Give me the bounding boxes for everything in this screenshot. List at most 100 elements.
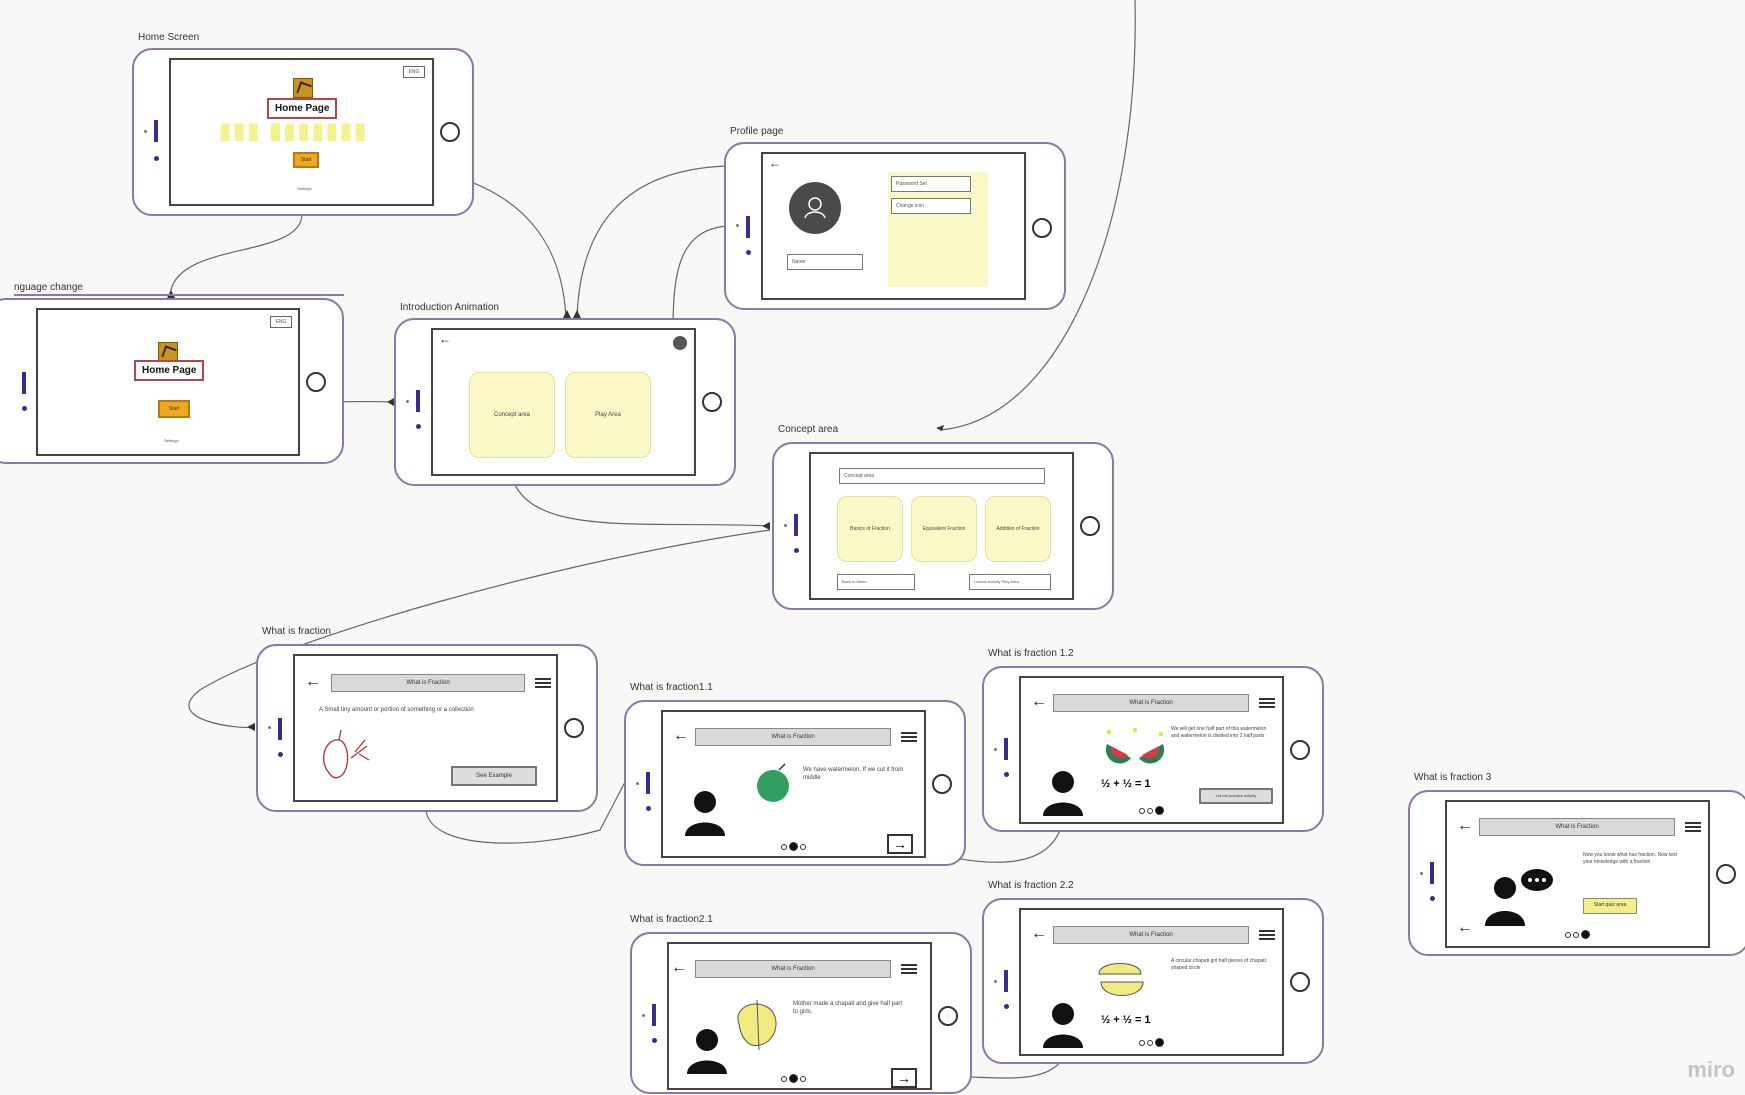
page-dot[interactable]	[1147, 807, 1153, 814]
back-arrow-icon[interactable]: ←	[769, 156, 781, 170]
indicator-dot	[278, 752, 283, 757]
page-dot[interactable]	[1147, 1039, 1153, 1046]
home-button[interactable]	[564, 718, 584, 738]
page-dots[interactable]	[1139, 806, 1164, 815]
page-dot[interactable]	[1573, 931, 1579, 938]
page-dot[interactable]	[800, 1075, 806, 1082]
menu-icon[interactable]	[1259, 698, 1275, 710]
frame-label-profile: Profile page	[730, 126, 784, 137]
language-button[interactable]: ENG	[270, 316, 292, 328]
frame-label-wif21: What is fraction2.1	[630, 914, 713, 925]
next-arrow-button[interactable]: →	[891, 1068, 917, 1088]
play-area-card[interactable]: Play Area	[565, 372, 651, 458]
page-dots[interactable]	[1565, 930, 1590, 939]
page-dot-active[interactable]	[1581, 930, 1590, 939]
home-button[interactable]	[1716, 864, 1736, 884]
page-dots[interactable]	[781, 842, 806, 851]
menu-icon[interactable]	[901, 732, 917, 744]
see-example-button[interactable]: See Example	[451, 766, 537, 786]
indicator-bar	[794, 514, 798, 536]
phone-concept-area[interactable]: Concept area Basics of Fraction Equivale…	[772, 442, 1114, 610]
phone-what-is-fraction-1-2[interactable]: ← What is Fraction ½ + ½ = 1 We will get…	[982, 666, 1324, 832]
indicator-dot-small	[994, 980, 997, 983]
page-dot[interactable]	[781, 843, 787, 850]
home-button[interactable]	[306, 372, 326, 392]
back-to-menu-button[interactable]: Back to Menu	[837, 574, 915, 590]
name-field[interactable]: Name	[787, 254, 863, 270]
phone-home-screen[interactable]: ENG ▮▮▮ ▮▮▮▮▮▮▮ Home Page Start Settings	[132, 48, 474, 216]
back-arrow-icon[interactable]: ←	[1031, 925, 1047, 942]
connector	[672, 225, 728, 331]
page-dot-active[interactable]	[789, 1074, 798, 1083]
frame-label-wif22: What is fraction 2.2	[988, 880, 1074, 891]
profile-icon[interactable]	[673, 336, 687, 350]
equivalent-card[interactable]: Equivalent Fraction	[911, 496, 977, 562]
indicator-dot	[746, 250, 751, 255]
page-dot[interactable]	[781, 1075, 787, 1082]
avatar[interactable]	[789, 182, 841, 234]
start-button[interactable]: Start	[293, 152, 319, 168]
fraction-equation: ½ + ½ = 1	[1101, 1014, 1151, 1026]
menu-icon[interactable]	[1685, 822, 1701, 834]
indicator-bar	[154, 120, 158, 142]
page-dot[interactable]	[1139, 1039, 1145, 1046]
page-dot[interactable]	[1565, 931, 1571, 938]
phone-introduction-animation[interactable]: ← Concept area Play Area	[394, 318, 736, 486]
home-button[interactable]	[938, 1006, 958, 1026]
back-arrow-icon[interactable]: ←	[1031, 693, 1047, 710]
home-button[interactable]	[1290, 740, 1310, 760]
page-dot-active[interactable]	[789, 842, 798, 851]
password-set-field[interactable]: Password Set	[891, 176, 971, 192]
page-dots[interactable]	[1139, 1038, 1164, 1047]
page-dot[interactable]	[800, 843, 806, 850]
back-arrow-icon[interactable]: ←	[305, 673, 321, 690]
back-arrow-icon[interactable]: ←	[439, 332, 451, 346]
indicator-dot-small	[784, 524, 787, 527]
phone-what-is-fraction-1-1[interactable]: ← What is Fraction We have watermelon. I…	[624, 700, 966, 866]
indicator-dot	[416, 424, 421, 429]
screen: Concept area Basics of Fraction Equivale…	[809, 452, 1074, 600]
menu-icon[interactable]	[901, 964, 917, 976]
page-dot-active[interactable]	[1155, 806, 1164, 815]
back-arrow-icon[interactable]: ←	[671, 959, 687, 976]
phone-profile-page[interactable]: ← Password Set Change icon Name	[724, 142, 1066, 310]
page-dots[interactable]	[781, 1074, 806, 1083]
screen: ← What is Fraction Mother made a chapati…	[667, 942, 932, 1090]
phone-what-is-fraction[interactable]: ← What is Fraction A Small tiny amount o…	[256, 644, 598, 812]
footer-text: Settings	[297, 186, 312, 191]
back-arrow-icon[interactable]: ←	[673, 727, 689, 744]
miro-watermark: miro	[1687, 1057, 1735, 1082]
concept-area-card[interactable]: Concept area	[469, 372, 555, 458]
phone-what-is-fraction-3[interactable]: ← What is Fraction ← Now you know what h…	[1408, 790, 1745, 956]
concept-search-field[interactable]: Concept area	[839, 468, 1045, 484]
language-button[interactable]: ENG	[403, 66, 425, 78]
start-button[interactable]: Start	[158, 400, 190, 418]
play-area-button[interactable]: Lesson Activity Play Area	[969, 574, 1051, 590]
phone-what-is-fraction-2-1[interactable]: ← What is Fraction Mother made a chapati…	[630, 932, 972, 1094]
basics-card[interactable]: Basics of Fraction	[837, 496, 903, 562]
example-text: We have watermelon. If we cut it from mi…	[803, 767, 904, 781]
page-dot[interactable]	[1139, 807, 1145, 814]
change-icon-field[interactable]: Change icon	[891, 198, 971, 214]
home-button[interactable]	[1080, 516, 1100, 536]
back-arrow-icon[interactable]: ←	[1457, 817, 1473, 834]
page-dot-active[interactable]	[1155, 1038, 1164, 1047]
addition-card[interactable]: Addition of Fraction	[985, 496, 1051, 562]
watermelon-halves-icon	[1105, 728, 1165, 764]
home-button[interactable]	[1032, 218, 1052, 238]
home-button[interactable]	[702, 392, 722, 412]
home-button[interactable]	[1290, 972, 1310, 992]
menu-icon[interactable]	[1259, 930, 1275, 942]
practice-button[interactable]: Let me practice activity	[1199, 788, 1273, 804]
start-quiz-button[interactable]: Start quiz area	[1583, 898, 1637, 914]
back-arrow-icon[interactable]: ←	[1457, 919, 1473, 936]
title-bar: What is Fraction	[1479, 818, 1675, 836]
phone-what-is-fraction-2-2[interactable]: ← What is Fraction ½ + ½ = 1 A circular …	[982, 898, 1324, 1064]
connector-arrowhead	[247, 723, 255, 731]
phone-language-change[interactable]: ENG Home Page Start Settings	[0, 298, 344, 464]
next-arrow-button[interactable]: →	[887, 834, 913, 854]
home-button[interactable]	[440, 122, 460, 142]
home-button[interactable]	[932, 774, 952, 794]
connector	[576, 165, 728, 319]
menu-icon[interactable]	[535, 678, 551, 690]
